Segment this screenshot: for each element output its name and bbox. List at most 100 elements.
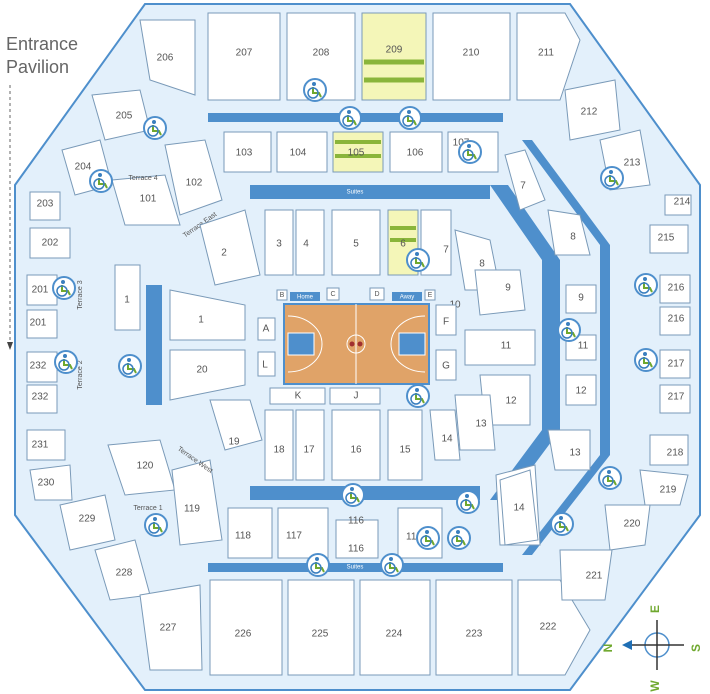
section-210[interactable] (432, 12, 511, 101)
section-212[interactable] (564, 79, 621, 141)
accessible-icon[interactable] (557, 318, 581, 342)
section-102[interactable] (164, 139, 223, 216)
label-208: 208 (313, 48, 330, 59)
outer-section-13[interactable] (547, 429, 591, 471)
section-232a[interactable] (26, 351, 58, 383)
accessible-icon[interactable] (634, 348, 658, 372)
section-209[interactable] (361, 12, 427, 101)
floor-section-1-outer[interactable] (114, 264, 141, 331)
floor-section-18[interactable] (264, 409, 294, 481)
section-215[interactable] (649, 224, 689, 254)
section-103[interactable] (223, 131, 272, 173)
outer-section-8[interactable] (547, 209, 591, 256)
section-203[interactable] (29, 191, 61, 221)
label-outer-7: 7 (520, 181, 526, 192)
courtside-k[interactable] (269, 387, 326, 405)
section-202[interactable] (29, 227, 71, 259)
courtside-c[interactable] (326, 287, 340, 301)
courtside-b[interactable] (276, 289, 288, 301)
section-218[interactable] (649, 434, 689, 466)
accessible-icon[interactable] (303, 78, 327, 102)
accessible-icon[interactable] (416, 526, 440, 550)
accessible-icon[interactable] (456, 490, 480, 514)
section-116[interactable] (335, 519, 379, 559)
label-f: F (443, 317, 449, 328)
accessible-icon[interactable] (634, 273, 658, 297)
accessible-icon[interactable] (306, 553, 330, 577)
outer-section-14[interactable] (499, 469, 539, 546)
courtside-l[interactable] (257, 351, 276, 377)
section-216b[interactable] (659, 306, 691, 336)
accessible-icon[interactable] (144, 513, 168, 537)
accessible-icon[interactable] (550, 512, 574, 536)
section-207[interactable] (207, 12, 281, 101)
section-211[interactable] (516, 12, 581, 101)
section-206[interactable] (139, 19, 196, 96)
section-217b[interactable] (659, 384, 691, 414)
accessible-icon[interactable] (118, 354, 142, 378)
accessible-icon[interactable] (447, 526, 471, 550)
section-227[interactable] (139, 584, 203, 671)
outer-section-12[interactable] (565, 374, 597, 406)
floor-section-5[interactable] (331, 209, 381, 276)
accessible-icon[interactable] (600, 166, 624, 190)
section-230[interactable] (29, 464, 73, 501)
section-101[interactable] (111, 174, 181, 226)
floor-section-1[interactable] (169, 289, 246, 341)
section-105[interactable] (332, 131, 384, 173)
section-224[interactable] (359, 579, 431, 676)
label-k: K (295, 391, 302, 402)
section-216a[interactable] (659, 274, 691, 304)
floor-section-11[interactable] (464, 329, 536, 366)
section-220[interactable] (604, 504, 651, 551)
section-221[interactable] (559, 549, 613, 601)
accessible-icon[interactable] (406, 248, 430, 272)
section-214[interactable] (664, 194, 692, 216)
section-201b[interactable] (26, 309, 58, 339)
floor-section-19[interactable] (209, 399, 263, 451)
section-117[interactable] (277, 507, 329, 559)
section-229[interactable] (59, 494, 116, 551)
floor-section-9[interactable] (474, 269, 526, 316)
section-104[interactable] (276, 131, 328, 173)
section-225[interactable] (287, 579, 355, 676)
accessible-icon[interactable] (341, 483, 365, 507)
section-231[interactable] (26, 429, 66, 461)
accessible-icon[interactable] (398, 106, 422, 130)
outer-section-7[interactable] (504, 149, 546, 211)
courtside-j[interactable] (329, 387, 381, 405)
accessible-icon[interactable] (380, 553, 404, 577)
accessible-icon[interactable] (89, 169, 113, 193)
courtside-e[interactable] (424, 289, 436, 301)
floor-section-16[interactable] (331, 409, 381, 481)
accessible-icon[interactable] (54, 350, 78, 374)
accessible-icon[interactable] (143, 116, 167, 140)
section-219[interactable] (639, 469, 689, 506)
accessible-icon[interactable] (458, 140, 482, 164)
courtside-g[interactable] (435, 349, 457, 381)
section-223[interactable] (435, 579, 513, 676)
outer-section-9[interactable] (565, 284, 597, 314)
floor-section-15[interactable] (387, 409, 423, 481)
courtside-d[interactable] (369, 287, 385, 301)
accessible-icon[interactable] (338, 106, 362, 130)
floor-section-14[interactable] (429, 409, 461, 461)
floor-section-3[interactable] (264, 209, 294, 276)
accessible-icon[interactable] (598, 466, 622, 490)
courtside-f[interactable] (435, 304, 457, 336)
section-217a[interactable] (659, 349, 691, 379)
section-226[interactable] (209, 579, 283, 676)
floor-section-20[interactable] (169, 349, 246, 401)
floor-section-13[interactable] (454, 394, 496, 451)
floor-section-4[interactable] (295, 209, 325, 276)
accessible-icon[interactable] (52, 276, 76, 300)
section-106[interactable] (389, 131, 443, 173)
section-119[interactable] (171, 459, 223, 546)
section-118[interactable] (227, 507, 273, 559)
accessible-icon[interactable] (406, 384, 430, 408)
floor-section-2[interactable] (199, 209, 261, 286)
section-222[interactable] (517, 579, 591, 676)
courtside-a[interactable] (257, 317, 276, 341)
floor-section-17[interactable] (295, 409, 325, 481)
section-232b[interactable] (26, 384, 58, 414)
